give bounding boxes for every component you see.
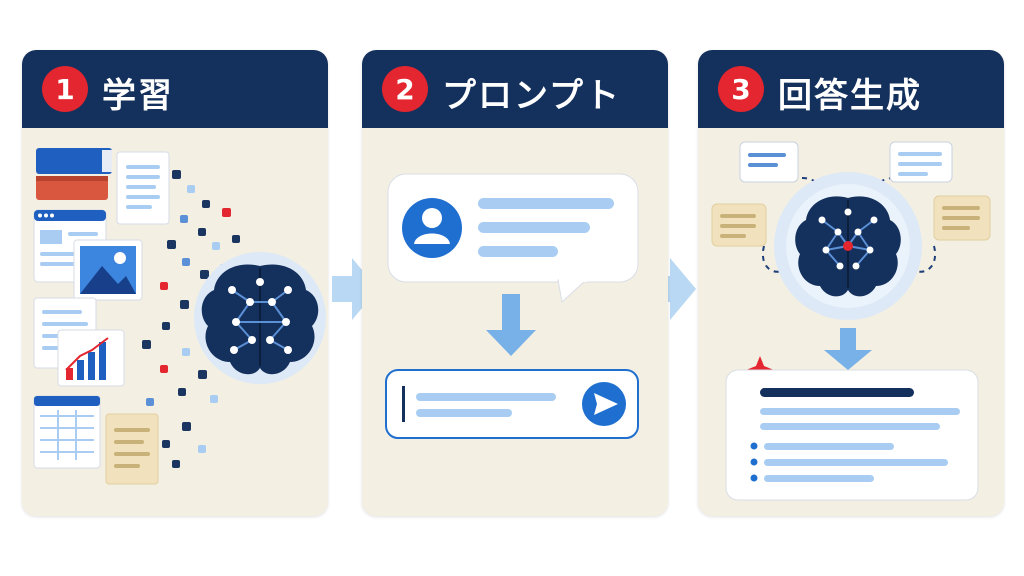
send-icon: [582, 382, 626, 426]
step-title: プロンプト: [442, 76, 621, 116]
step-panel-learning: 1 学習: [22, 50, 328, 516]
down-arrow-icon: [824, 328, 872, 370]
bar-chart-icon: [57, 329, 125, 387]
image-icon: [73, 239, 143, 301]
panel-header: 2 プロンプト: [362, 50, 668, 128]
panel-header: 3 回答生成: [698, 50, 1004, 128]
step-panel-prompt: 2 プロンプト: [362, 50, 668, 516]
down-arrow-icon: [486, 294, 536, 356]
step-title: 学習: [102, 76, 174, 116]
step-number-badge: 1: [42, 66, 88, 112]
answer-card-icon: [725, 369, 979, 501]
flow-arrow-2-to-3: [650, 258, 696, 320]
user-avatar-icon: [402, 198, 462, 258]
note-icon: [105, 413, 159, 485]
document-icon: [116, 151, 170, 225]
answer-illustration: [711, 141, 991, 501]
books-icon: [36, 148, 112, 200]
flow-arrow-1-to-2: [332, 258, 378, 320]
spreadsheet-icon: [33, 395, 101, 469]
prompt-input-field: [385, 369, 639, 439]
brain-network-icon: [774, 172, 922, 320]
context-card-2: [889, 141, 953, 183]
learning-illustration: [33, 148, 326, 485]
context-card-4: [933, 195, 991, 241]
brain-network-icon: [194, 252, 326, 384]
step-panel-answer-generation: 3 回答生成: [698, 50, 1004, 516]
prompt-illustration: [385, 173, 639, 439]
step-number-badge: 2: [382, 66, 428, 112]
chat-bubble-icon: [387, 173, 639, 303]
context-card-3: [711, 203, 767, 247]
step-number-badge: 3: [718, 66, 764, 112]
step-title: 回答生成: [778, 76, 922, 116]
context-card-1: [739, 141, 799, 183]
panel-header: 1 学習: [22, 50, 328, 128]
